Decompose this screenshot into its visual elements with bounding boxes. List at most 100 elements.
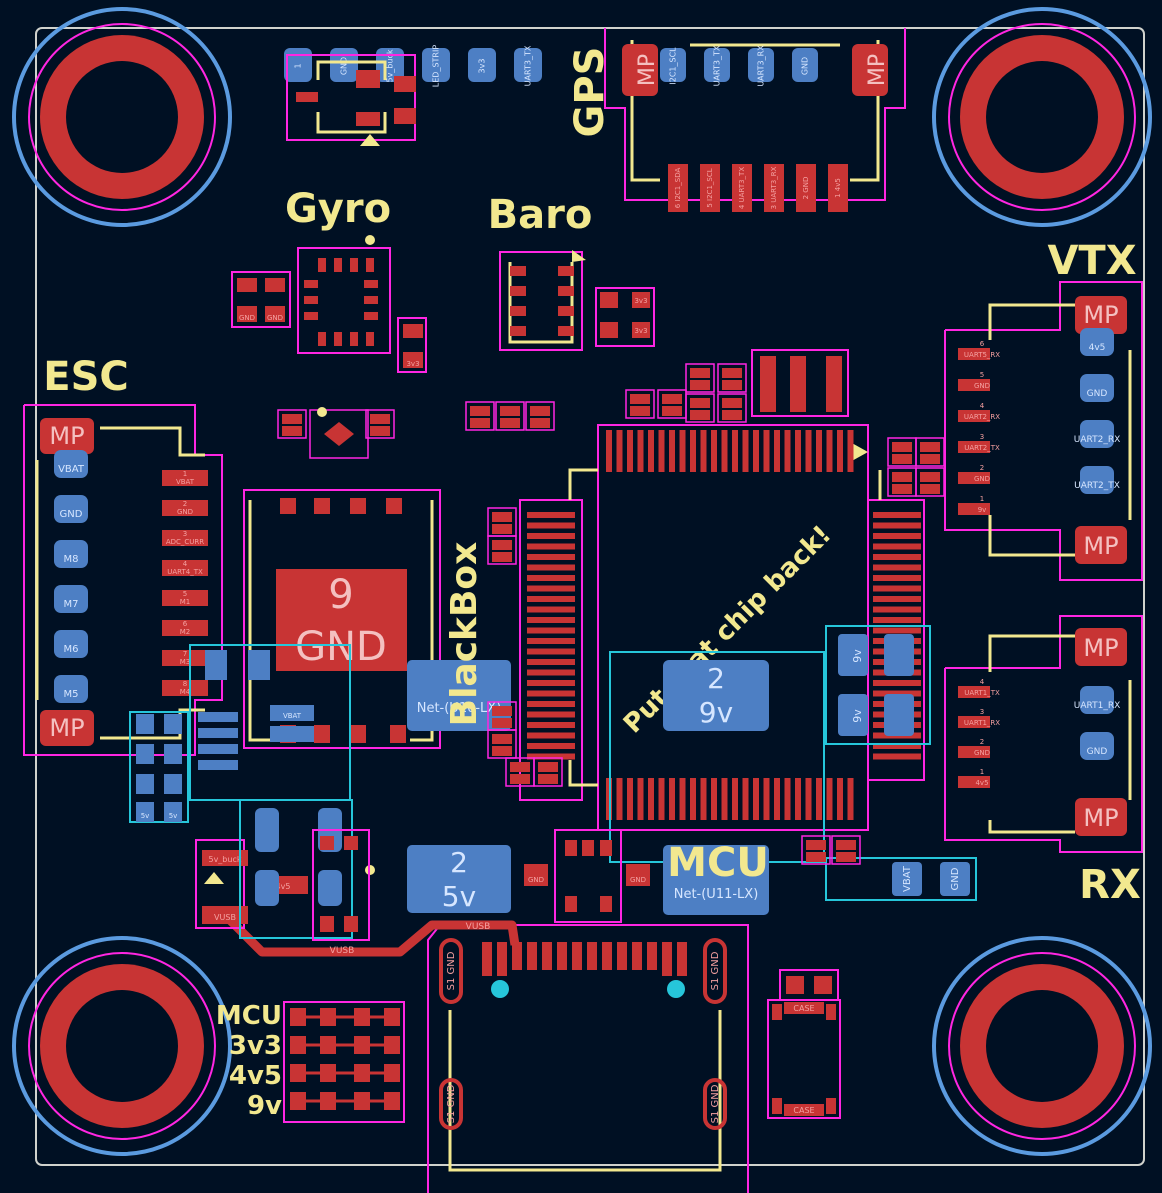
gps-bottom-pin	[764, 164, 784, 212]
esc-pin-num: 6	[183, 620, 188, 628]
svg-text:GND: GND	[950, 867, 961, 890]
rx-pin-net: UART1_RX	[964, 719, 1000, 727]
esc-back-pad-label: M7	[64, 599, 79, 610]
esc-pin	[162, 650, 208, 666]
vtx-back-pad	[1080, 328, 1114, 356]
rx-back-pad	[1080, 732, 1114, 760]
top-header-pad	[514, 48, 542, 82]
gps-bottom-pin	[732, 164, 752, 212]
vtx-pin-net: GND	[974, 382, 990, 390]
gps-bottom-pin-label: 2 GND	[802, 177, 810, 200]
rx-back-pad	[1080, 686, 1114, 714]
vtx-mp-bottom: MP	[1083, 532, 1118, 560]
usb-pins	[482, 942, 687, 976]
top-header-pad-label: 3v3	[478, 59, 487, 74]
usb-locating-hole-left	[491, 980, 509, 998]
svg-text:S1 GND: S1 GND	[710, 951, 721, 990]
esc-pin-net: M3	[180, 658, 191, 666]
blackbox-pad-net: Net-(U10-LX)	[417, 701, 502, 716]
esc-connector: MP MP	[23, 404, 223, 756]
gps-bottom-pin	[796, 164, 816, 212]
top-regulator-courtyard	[286, 54, 416, 141]
vtx-pin-num: 3	[980, 433, 984, 441]
svg-text:2: 2	[707, 662, 725, 695]
label-gps: GPS	[567, 47, 613, 138]
svg-text:5v_buck: 5v_buck	[208, 855, 241, 864]
svg-text:S1 GND: S1 GND	[710, 1084, 721, 1123]
esc-pin-num: 4	[183, 560, 188, 568]
gps-top-pad-label: UART3_RX	[757, 45, 766, 87]
rx-pin	[958, 746, 990, 758]
decoupling-caps	[277, 349, 945, 865]
gps-bottom-pin-label: 4 UART3_TX	[738, 167, 746, 209]
rx-mp-top: MP	[1083, 634, 1118, 662]
svg-text:9v: 9v	[699, 696, 733, 729]
vtx-pin	[958, 472, 990, 484]
esc-pin-num: 3	[183, 530, 187, 538]
label-mcu: MCU	[667, 840, 769, 886]
esc-pin	[162, 590, 208, 606]
label-esc: ESC	[43, 354, 129, 400]
rx-back-pad-label: UART1_RX	[1074, 701, 1121, 711]
top-header-pad	[376, 48, 404, 82]
esc-pin	[162, 680, 208, 696]
esc-pin	[162, 530, 208, 546]
vtx-back-pad-label: UART2_TX	[1074, 481, 1120, 491]
esc-pin-net: M1	[180, 598, 191, 606]
top-header-pad-label: UART3_TX	[524, 45, 533, 86]
gyro-ic	[304, 258, 378, 346]
vtx-back-pad	[1080, 374, 1114, 402]
gps-top-pad-label: I2C1_SCL	[669, 47, 678, 85]
svg-text:VUSB: VUSB	[466, 922, 491, 932]
gyro-courtyard	[297, 247, 391, 354]
esc-pin	[162, 470, 208, 486]
label-blackbox: BlackBox	[444, 542, 485, 727]
svg-text:9v: 9v	[851, 709, 864, 723]
mcu-inductor-pad: MCU Net-(U11-LX)	[663, 840, 769, 915]
vusb-trace	[224, 914, 520, 957]
rx-pin-num: 4	[980, 678, 985, 686]
svg-text:GND: GND	[630, 876, 646, 884]
baro-ic	[510, 266, 574, 336]
svg-text:4v5: 4v5	[276, 882, 291, 891]
svg-text:GND: GND	[239, 314, 255, 322]
baro-courtyard	[499, 251, 583, 351]
gps-mp-left: MP	[635, 54, 660, 86]
label-vtx: VTX	[1047, 238, 1136, 284]
vtx-pin-net: UART2_TX	[964, 444, 1000, 452]
rx-back-pad-label: GND	[1087, 747, 1108, 757]
rx-pin-num: 3	[980, 708, 984, 716]
esc-pin-net: UART4_TX	[167, 568, 203, 576]
top-header-pad	[422, 48, 450, 82]
vtx-pin-num: 1	[980, 495, 984, 503]
gps-mp-right: MP	[865, 54, 890, 86]
esc-pin-num: 2	[183, 500, 187, 508]
esc-back-pad	[54, 675, 88, 703]
rx-pin-num: 2	[980, 738, 984, 746]
gps-top-pad	[748, 48, 774, 82]
mcu-legend-item: 3v3	[229, 1031, 282, 1061]
esc-pin-num: 5	[183, 590, 187, 598]
rx-mp-bottom: MP	[1083, 804, 1118, 832]
esc-pin-net: M2	[180, 628, 191, 636]
gnd-pad-net: GND	[295, 624, 387, 670]
vtx-pin-num: 4	[980, 402, 985, 410]
esc-back-pad	[54, 495, 88, 523]
svg-text:5v: 5v	[141, 812, 150, 820]
esc-pin	[162, 500, 208, 516]
svg-text:3v3: 3v3	[634, 327, 647, 335]
svg-text:5v: 5v	[442, 880, 476, 913]
svg-text:S1 GND: S1 GND	[446, 951, 457, 990]
svg-text:VBAT: VBAT	[283, 712, 302, 720]
gps-mount-pad-left	[622, 44, 658, 96]
gps-top-pad	[792, 48, 818, 82]
vtx-pin-num: 5	[980, 371, 984, 379]
flash-courtyard	[243, 489, 441, 749]
